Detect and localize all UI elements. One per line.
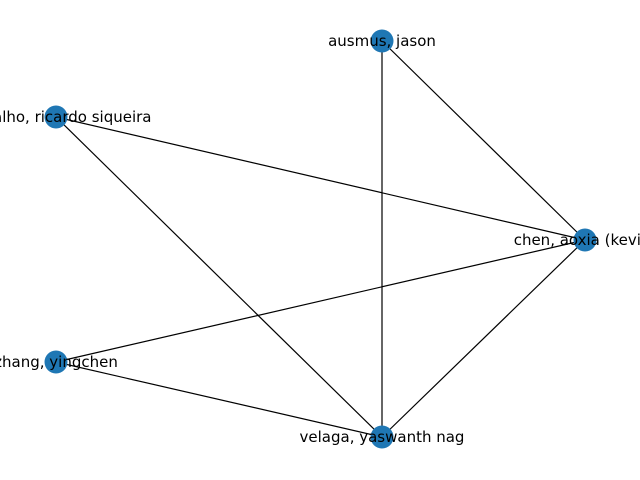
node-label-carvalho: carvalho, ricardo siqueira: [0, 108, 151, 126]
edge-carvalho-velaga: [55, 116, 383, 438]
edge-zhang-velaga: [55, 361, 383, 438]
edge-ausmus-chen: [381, 40, 586, 241]
node-label-chen: chen, aoxia (kevin): [514, 231, 640, 249]
edge-carvalho-chen: [55, 116, 586, 241]
node-zhang: [44, 350, 68, 374]
edge-chen-zhang: [55, 239, 586, 363]
node-chen: [573, 228, 597, 252]
labels-layer: ausmus, jason carvalho, ricardo siqueira c…: [0, 32, 640, 446]
edge-chen-velaga: [381, 239, 586, 438]
node-label-zhang: zhang, yingchen: [0, 353, 118, 371]
edges-layer: [55, 40, 586, 438]
node-ausmus: [370, 29, 394, 53]
nodes-layer: [44, 29, 597, 449]
node-label-ausmus: ausmus, jason: [328, 32, 436, 50]
node-carvalho: [44, 105, 68, 129]
node-velaga: [370, 425, 394, 449]
node-label-velaga: velaga, yaswanth nag: [300, 428, 465, 446]
